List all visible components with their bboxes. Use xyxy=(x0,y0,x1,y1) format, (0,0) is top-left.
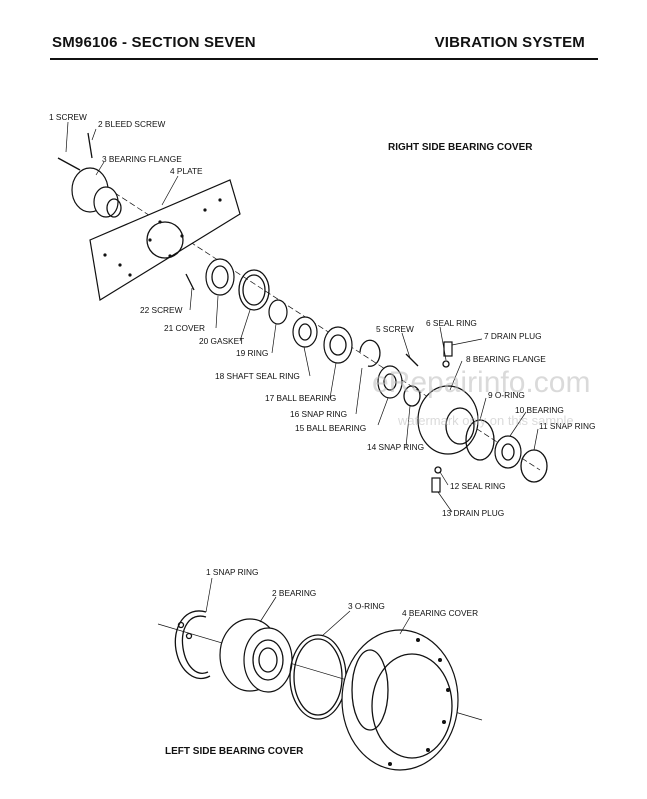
label-bearing-flange-8: 8 BEARING FLANGE xyxy=(466,354,546,364)
ball-bearing xyxy=(323,326,353,364)
label-screw-1: 1 SCREW xyxy=(49,112,87,122)
label-ring-19: 19 RING xyxy=(236,348,268,358)
left-bearing-cover-assembly: 1 SNAP RING 2 BEARING 3 O-RING 4 BEARING… xyxy=(157,567,483,771)
snap-ring xyxy=(174,610,211,680)
label-snap-ring-11: 11 SNAP RING xyxy=(539,421,595,431)
header-rule xyxy=(50,58,598,60)
label-bearing-10: 10 BEARING xyxy=(515,405,564,415)
label-plate-4: 4 PLATE xyxy=(170,166,203,176)
watermark: eRepairinfo.com xyxy=(372,366,590,399)
label-screw-22: 22 SCREW xyxy=(140,305,183,315)
label-gasket-20: 20 GASKET xyxy=(199,336,244,346)
label-screw-5: 5 SCREW xyxy=(376,324,414,334)
label-bearing-2: 2 BEARING xyxy=(272,588,316,598)
system-title: VIBRATION SYSTEM xyxy=(434,34,585,51)
label-seal-ring-6: 6 SEAL RING xyxy=(426,318,477,328)
ring xyxy=(268,299,288,325)
section-title: SM96106 - SECTION SEVEN xyxy=(52,34,256,51)
left-cover-caption: LEFT SIDE BEARING COVER xyxy=(165,746,304,757)
label-snap-ring-14: 14 SNAP RING xyxy=(367,442,424,452)
gasket xyxy=(238,269,270,311)
screw xyxy=(57,157,81,171)
label-drain-plug-7: 7 DRAIN PLUG xyxy=(484,331,542,341)
drain-plug-bottom xyxy=(431,477,441,493)
ball-bearing-15 xyxy=(377,365,403,399)
right-cover-caption: RIGHT SIDE BEARING COVER xyxy=(388,142,533,153)
watermark-subtext: watermark only on this sample xyxy=(397,413,574,428)
label-ball-bearing-15: 15 BALL BEARING xyxy=(295,423,366,433)
bearing-10 xyxy=(494,435,522,469)
right-bearing-cover-assembly: RIGHT SIDE BEARING COVER 1 SCREW 2 BLEED… xyxy=(49,112,595,518)
label-o-ring-9: 9 O-RING xyxy=(488,390,525,400)
bearing-cover xyxy=(341,629,459,771)
label-cover-21: 21 COVER xyxy=(164,323,205,333)
shaft-seal-ring xyxy=(292,316,318,348)
label-shaft-seal-ring-18: 18 SHAFT SEAL RING xyxy=(215,371,300,381)
bleed-screw xyxy=(87,132,93,159)
label-drain-plug-13: 13 DRAIN PLUG xyxy=(442,508,504,518)
label-bleed-screw-2: 2 BLEED SCREW xyxy=(98,119,165,129)
label-bearing-flange-3: 3 BEARING FLANGE xyxy=(102,154,182,164)
label-bearing-cover-4: 4 BEARING COVER xyxy=(402,608,478,618)
screw-22 xyxy=(185,273,195,291)
plate xyxy=(89,179,241,301)
label-seal-ring-12: 12 SEAL RING xyxy=(450,481,506,491)
label-o-ring-3: 3 O-RING xyxy=(348,601,385,611)
label-snap-ring-1: 1 SNAP RING xyxy=(206,567,258,577)
cover xyxy=(205,258,235,296)
screw-5 xyxy=(405,353,419,367)
snap-ring-16 xyxy=(359,339,381,367)
label-ball-bearing-17: 17 BALL BEARING xyxy=(265,393,336,403)
label-snap-ring-16: 16 SNAP RING xyxy=(290,409,347,419)
snap-ring-14 xyxy=(403,385,421,407)
